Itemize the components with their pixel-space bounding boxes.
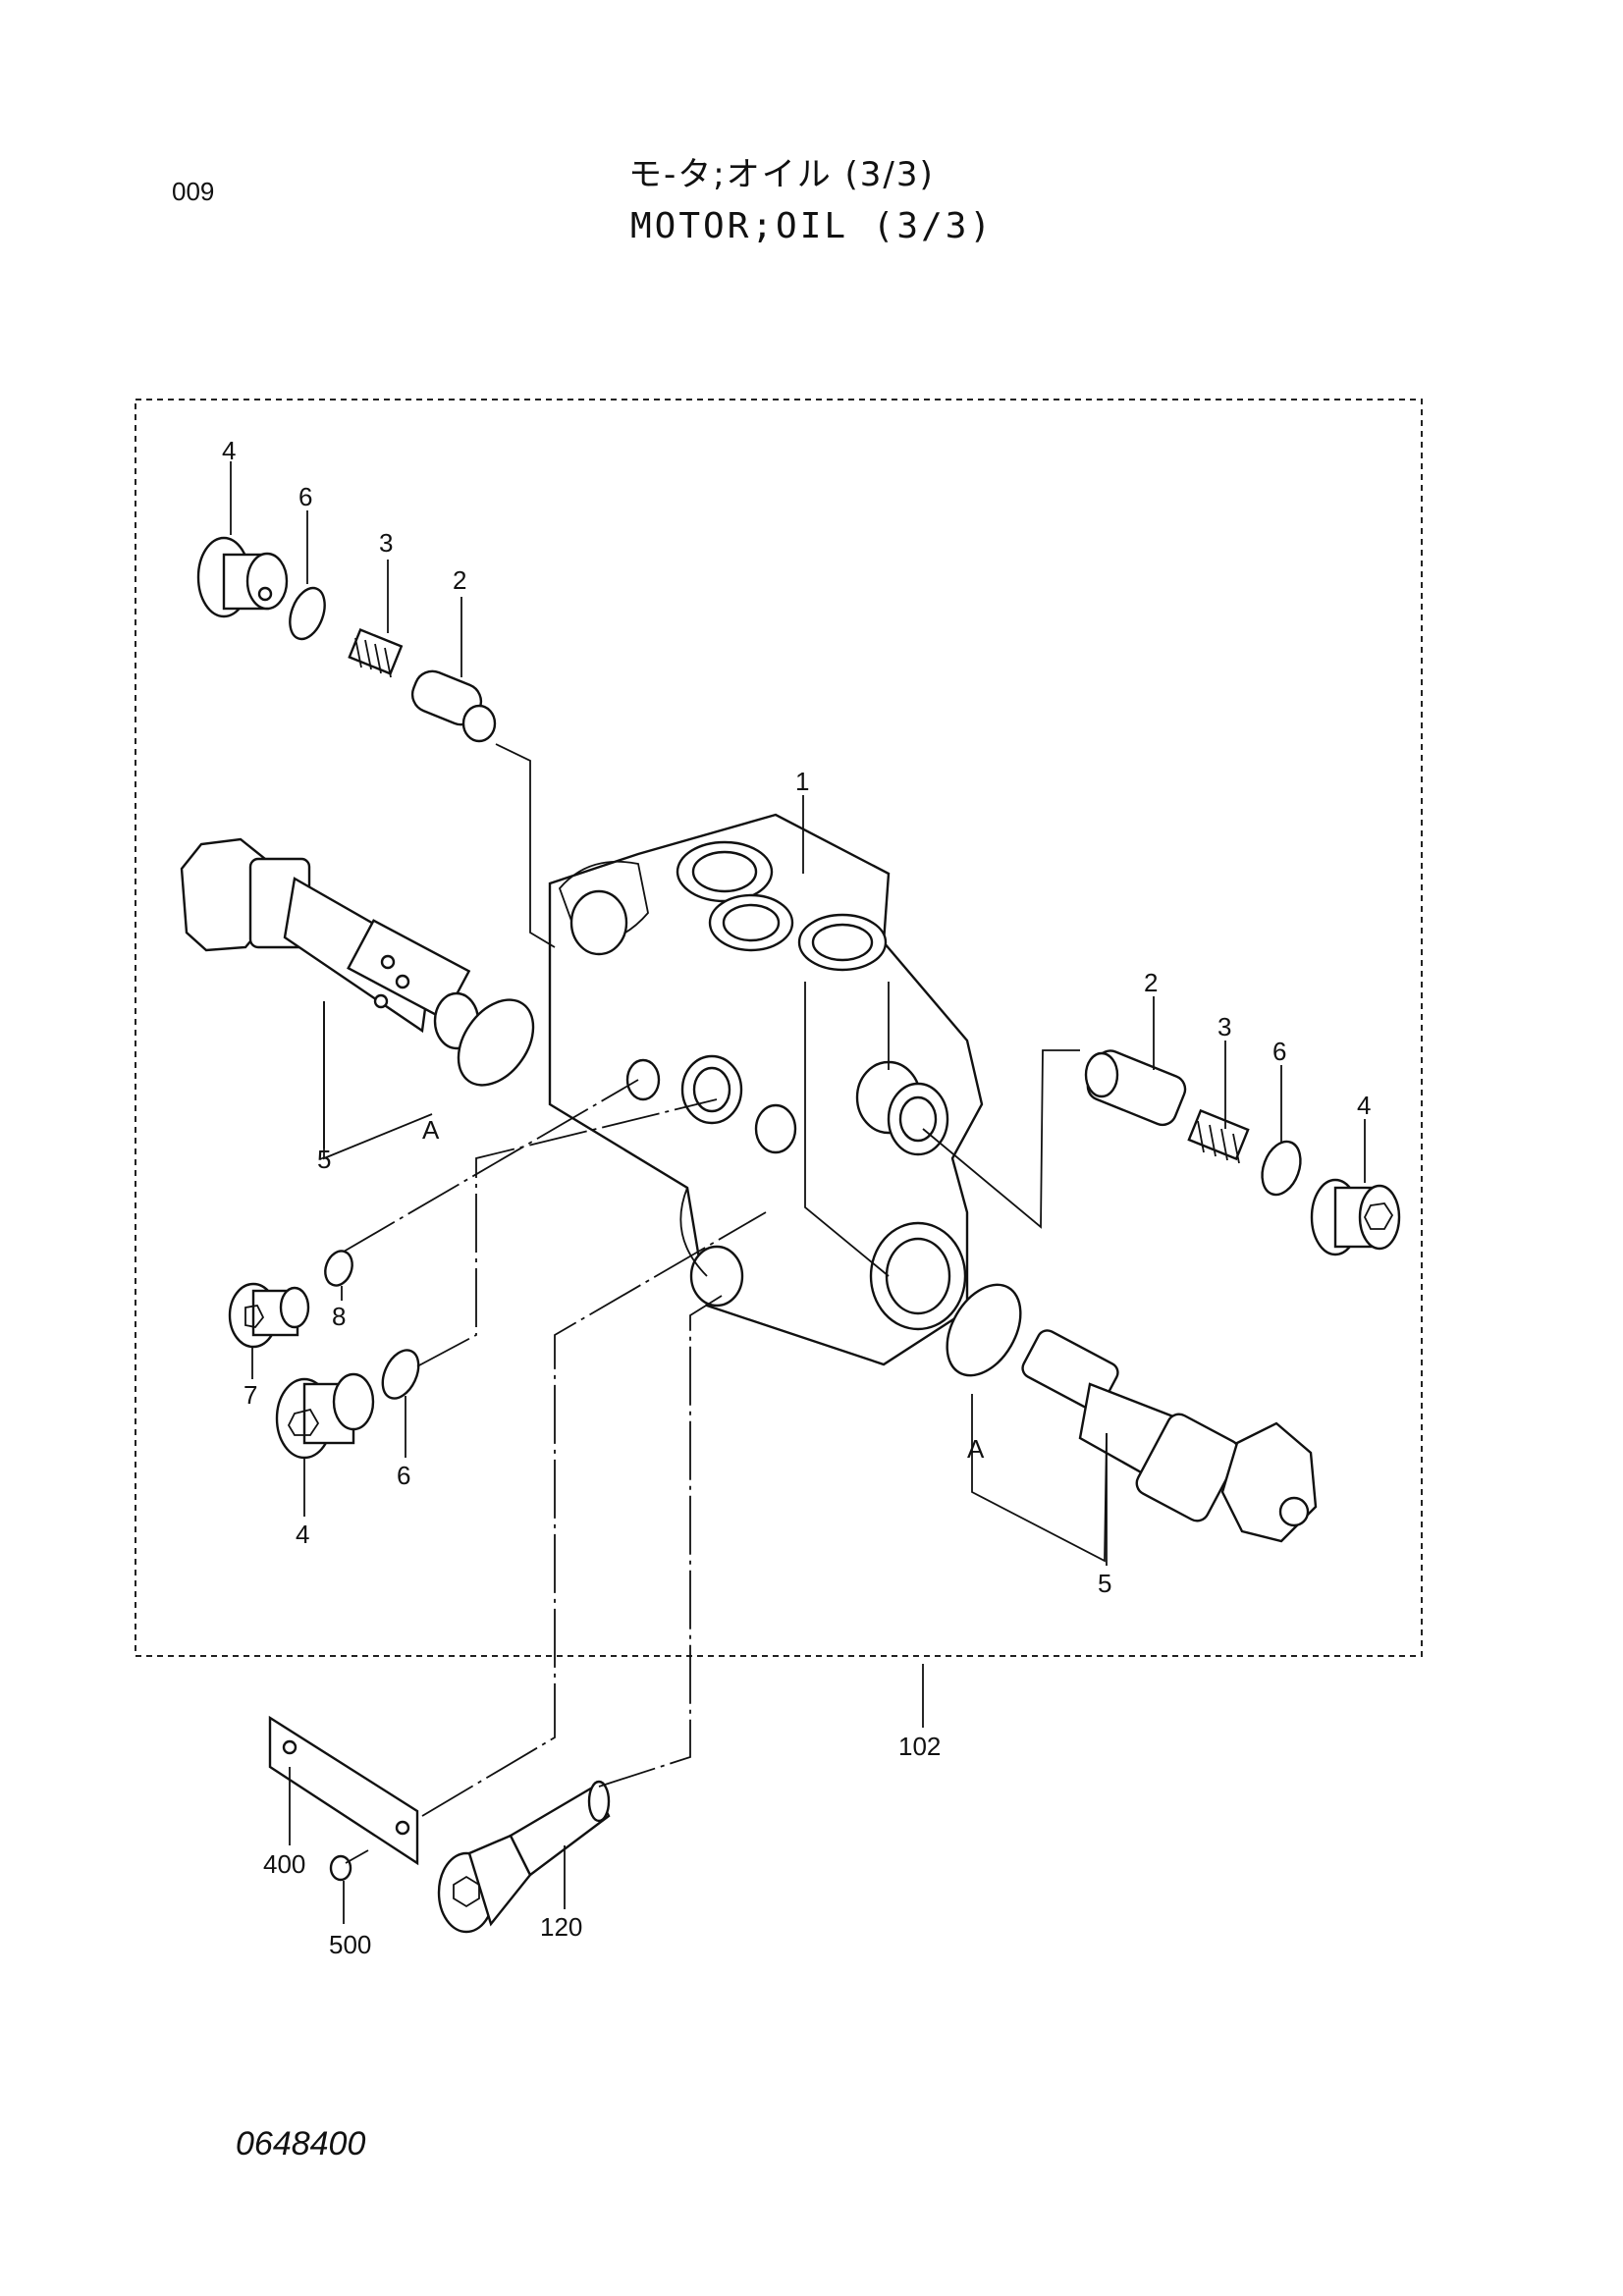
callout-part-1: 1 (795, 767, 809, 796)
callout-part-120: 120 (540, 1912, 582, 1942)
plug-part-4-bottom (275, 1372, 375, 1460)
plug-part-4-top (196, 536, 289, 618)
callout-part-4-bottom: 4 (296, 1520, 309, 1549)
spring-part-3-top (348, 628, 404, 678)
callout-part-2-right: 2 (1144, 968, 1158, 997)
callout-part-500: 500 (329, 1930, 371, 1959)
o-ring-part-8 (324, 1250, 353, 1287)
callout-part-7: 7 (243, 1380, 257, 1410)
callout-a-left: A (422, 1115, 440, 1145)
o-ring-part-6-top (289, 586, 326, 641)
callout-part-4-top: 4 (222, 436, 236, 465)
drawing-code: 0648400 (236, 2125, 366, 2163)
valve-body-part-1 (548, 813, 984, 1366)
callout-part-102: 102 (898, 1732, 941, 1761)
callout-part-5-left: 5 (317, 1145, 331, 1174)
screw-part-500 (329, 1849, 369, 1882)
callout-part-4-right: 4 (1357, 1091, 1371, 1120)
title-japanese: モ-タ;オイル (3/3) (628, 155, 935, 194)
page-id: 009 (172, 177, 215, 206)
bolt-part-120 (437, 1780, 611, 1934)
name-plate-part-400 (268, 1715, 419, 1866)
o-ring-part-6-bottom (381, 1349, 420, 1400)
callout-part-3-right: 3 (1217, 1012, 1231, 1041)
relief-valve-part-5-right (1021, 1329, 1318, 1543)
callout-part-6-right: 6 (1272, 1037, 1286, 1066)
callout-part-2-top: 2 (453, 565, 466, 595)
callout-part-8: 8 (332, 1302, 346, 1331)
o-ring-part-6-right (1261, 1140, 1302, 1197)
relief-valve-part-5-left (180, 837, 480, 1050)
callout-part-400: 400 (263, 1849, 305, 1879)
callout-a-right: A (967, 1434, 985, 1464)
plug-part-7 (228, 1282, 310, 1349)
callout-part-5-right: 5 (1098, 1569, 1111, 1598)
plug-part-4-right (1310, 1178, 1401, 1256)
o-ring-left-valve (457, 998, 535, 1087)
callout-part-3-top: 3 (379, 528, 393, 558)
callout-part-6-top: 6 (298, 482, 312, 511)
assembly-frame (135, 399, 1423, 1657)
callout-part-6-bottom: 6 (397, 1461, 410, 1490)
o-ring-right-valve (946, 1283, 1022, 1377)
spring-part-3-right (1187, 1108, 1250, 1164)
spool-part-2-right (1084, 1049, 1187, 1127)
page-title: MOTOR;OIL (3/3) (630, 206, 995, 246)
spool-part-2-top (410, 669, 497, 743)
